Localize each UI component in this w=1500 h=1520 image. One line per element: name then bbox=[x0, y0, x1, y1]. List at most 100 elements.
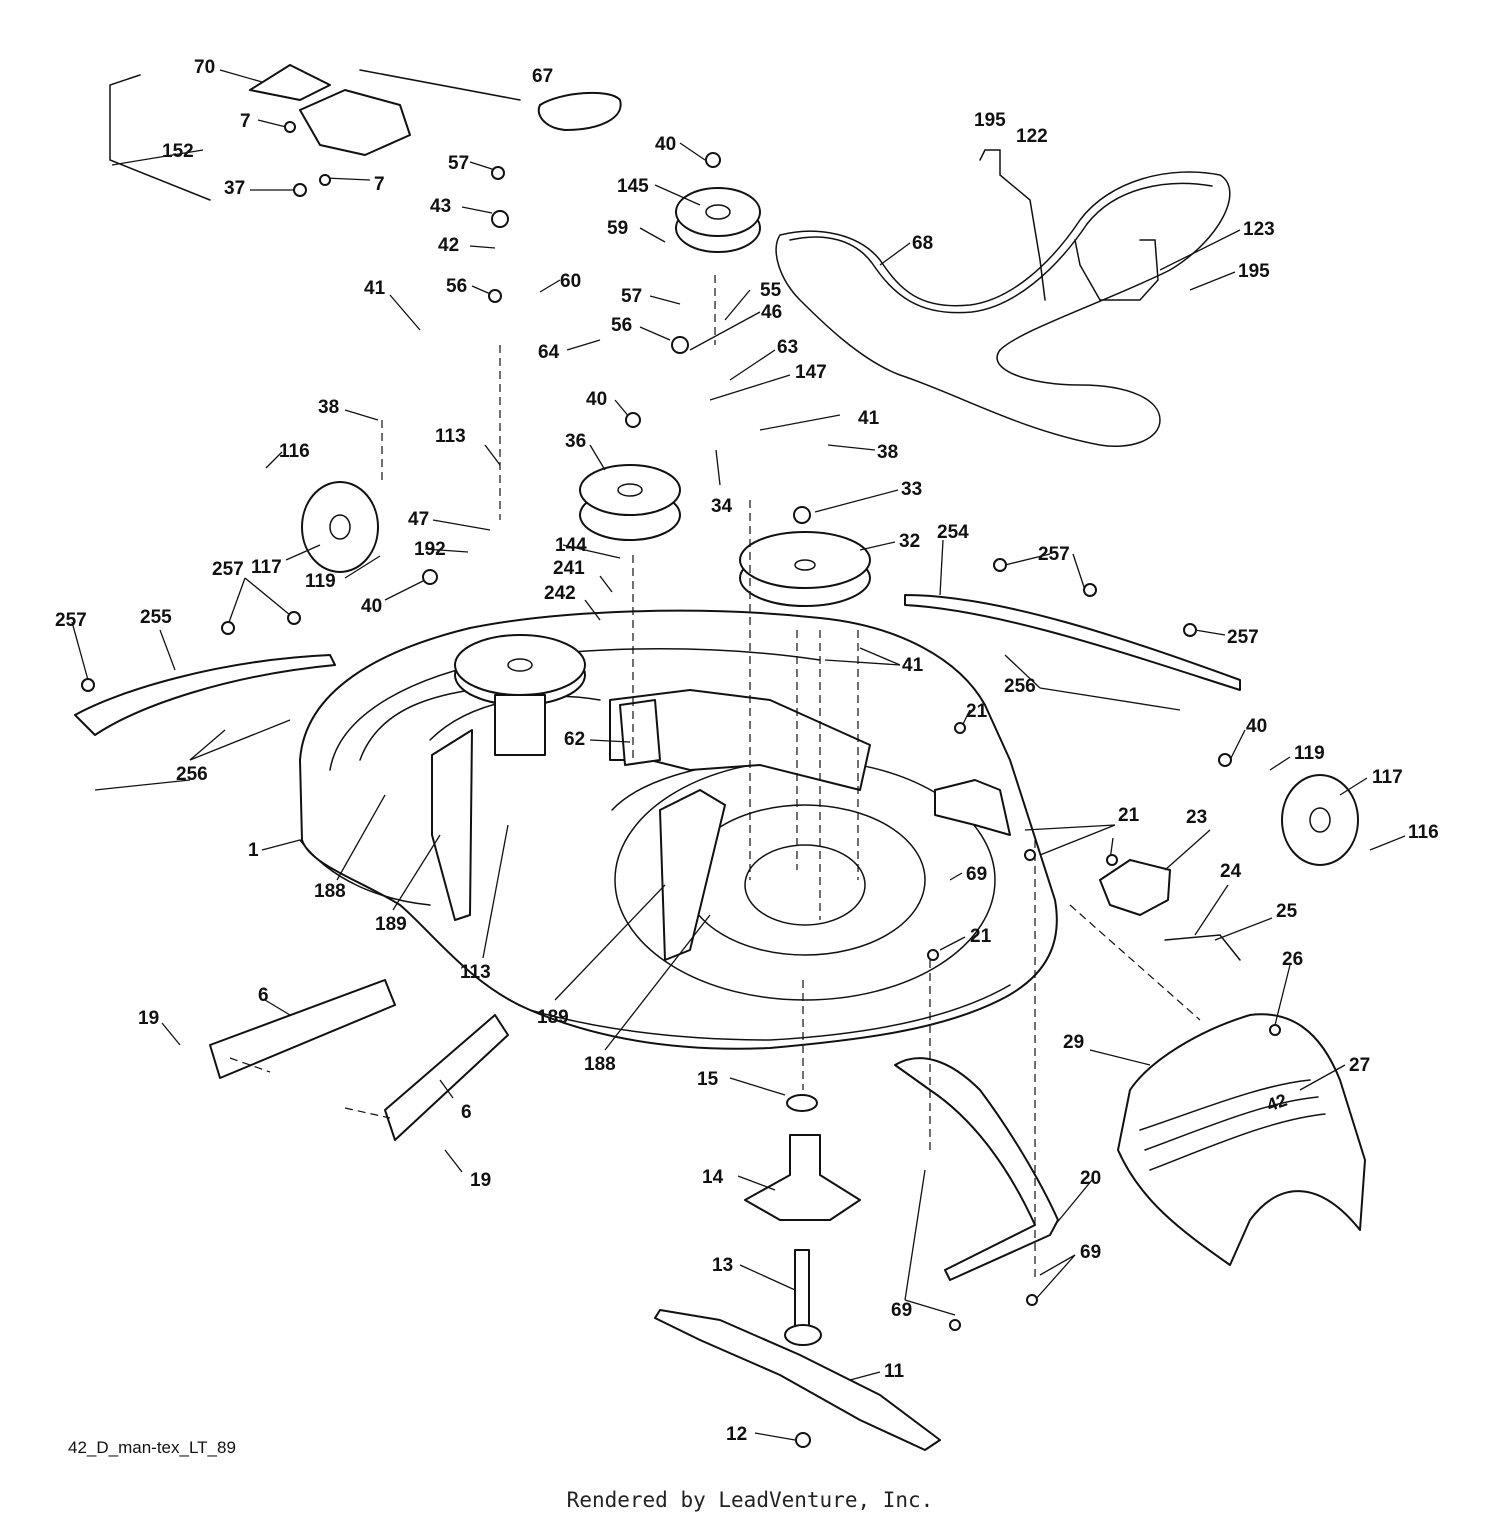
drawing-code: 42_D_man-tex_LT_89 bbox=[68, 1438, 236, 1457]
spring-25 bbox=[1164, 934, 1241, 961]
callout-41: 41 bbox=[902, 655, 924, 676]
callout-117: 117 bbox=[251, 557, 282, 578]
callout-12: 12 bbox=[726, 1424, 747, 1445]
callout-21: 21 bbox=[970, 926, 992, 947]
callout-145: 145 bbox=[617, 176, 649, 197]
arm-6-lower bbox=[384, 1014, 509, 1141]
arm-6-upper bbox=[209, 979, 396, 1079]
chute-deflector bbox=[894, 1057, 1059, 1281]
callout-56: 56 bbox=[611, 315, 632, 336]
callout-7: 7 bbox=[374, 174, 385, 195]
callout-40: 40 bbox=[655, 134, 676, 155]
callout-188: 188 bbox=[314, 881, 346, 902]
stabilizer-bar-254 bbox=[904, 594, 1241, 691]
mower-blade bbox=[654, 1309, 941, 1451]
callout-69: 69 bbox=[1080, 1242, 1101, 1263]
callout-59: 59 bbox=[607, 218, 628, 239]
leader-lines bbox=[71, 69, 1406, 1441]
idler-pulley-36 bbox=[579, 464, 681, 541]
callout-56: 56 bbox=[446, 276, 467, 297]
callout-123: 123 bbox=[1243, 219, 1275, 240]
discharge-chute: 42 bbox=[1117, 1013, 1366, 1266]
gauge-wheel-right bbox=[1281, 774, 1359, 866]
belt-guides bbox=[979, 149, 1159, 301]
callout-25: 25 bbox=[1276, 901, 1298, 922]
handle-knob bbox=[537, 91, 622, 131]
callout-188: 188 bbox=[584, 1054, 616, 1075]
callout-116: 116 bbox=[1408, 822, 1439, 843]
callout-41: 41 bbox=[858, 408, 880, 429]
callout-46: 46 bbox=[761, 302, 782, 323]
callout-24: 24 bbox=[1220, 861, 1242, 882]
callout-40: 40 bbox=[361, 596, 382, 617]
callout-14: 14 bbox=[702, 1167, 724, 1188]
callout-257: 257 bbox=[55, 610, 87, 631]
callout-189: 189 bbox=[537, 1007, 569, 1028]
callout-241: 241 bbox=[553, 558, 585, 579]
gauge-wheel-left bbox=[301, 481, 379, 573]
callout-43: 43 bbox=[430, 196, 451, 217]
callout-60: 60 bbox=[560, 271, 581, 292]
callout-23: 23 bbox=[1186, 807, 1207, 828]
callout-192: 192 bbox=[414, 539, 446, 560]
callout-33: 33 bbox=[901, 479, 922, 500]
assembly-lines bbox=[229, 275, 1201, 1280]
callout-62: 62 bbox=[564, 729, 585, 750]
callout-64: 64 bbox=[538, 342, 560, 363]
callout-257: 257 bbox=[1227, 627, 1259, 648]
callout-152: 152 bbox=[162, 141, 194, 162]
callout-labels: 70 67 7 7 152 37 57 40 145 195 122 43 42… bbox=[55, 57, 1439, 1445]
callout-20: 20 bbox=[1080, 1168, 1101, 1189]
callout-57: 57 bbox=[448, 153, 469, 174]
hanger-brackets bbox=[431, 729, 1011, 961]
callout-6: 6 bbox=[258, 985, 269, 1006]
lift-lever-assembly bbox=[109, 64, 521, 201]
callout-40: 40 bbox=[586, 389, 607, 410]
callout-1: 1 bbox=[248, 840, 259, 861]
drive-belt bbox=[775, 171, 1231, 447]
callout-34: 34 bbox=[711, 496, 733, 517]
callout-195: 195 bbox=[1238, 261, 1270, 282]
callout-242: 242 bbox=[544, 583, 576, 604]
callout-68: 68 bbox=[912, 233, 933, 254]
callout-116: 116 bbox=[279, 441, 310, 462]
callout-144: 144 bbox=[555, 535, 587, 556]
callout-36: 36 bbox=[565, 431, 586, 452]
callout-257: 257 bbox=[1038, 544, 1070, 565]
callout-70: 70 bbox=[194, 57, 215, 78]
callout-119: 119 bbox=[1294, 743, 1325, 764]
bracket-23 bbox=[1099, 859, 1171, 916]
callout-19: 19 bbox=[470, 1170, 491, 1191]
callout-21: 21 bbox=[966, 701, 988, 722]
callout-11: 11 bbox=[884, 1361, 905, 1382]
footer-credit: Rendered by LeadVenture, Inc. bbox=[566, 1488, 934, 1512]
callout-6: 6 bbox=[461, 1102, 472, 1123]
callout-42: 42 bbox=[438, 235, 459, 256]
callout-69: 69 bbox=[891, 1300, 912, 1321]
stabilizer-bar-255 bbox=[74, 654, 336, 736]
callout-57: 57 bbox=[621, 286, 642, 307]
callout-256: 256 bbox=[176, 764, 208, 785]
callout-257: 257 bbox=[212, 559, 244, 580]
callout-19: 19 bbox=[138, 1008, 159, 1029]
deck-pulley bbox=[454, 634, 586, 756]
fasteners bbox=[81, 121, 1281, 1448]
callout-113: 113 bbox=[460, 962, 491, 983]
deck-bracket bbox=[609, 689, 871, 791]
callout-147: 147 bbox=[795, 362, 827, 383]
callout-189: 189 bbox=[375, 914, 407, 935]
callout-27: 27 bbox=[1349, 1055, 1370, 1076]
idler-pulley-145 bbox=[675, 187, 761, 253]
callout-13: 13 bbox=[712, 1255, 733, 1276]
spindle-assembly bbox=[744, 1094, 861, 1346]
callout-41: 41 bbox=[364, 278, 386, 299]
callout-37: 37 bbox=[224, 178, 245, 199]
pulley-32 bbox=[739, 531, 871, 607]
callout-7: 7 bbox=[240, 111, 251, 132]
callout-47: 47 bbox=[408, 509, 429, 530]
callout-67: 67 bbox=[532, 66, 553, 87]
callout-256: 256 bbox=[1004, 676, 1036, 697]
callout-69: 69 bbox=[966, 864, 987, 885]
callout-40: 40 bbox=[1246, 716, 1267, 737]
